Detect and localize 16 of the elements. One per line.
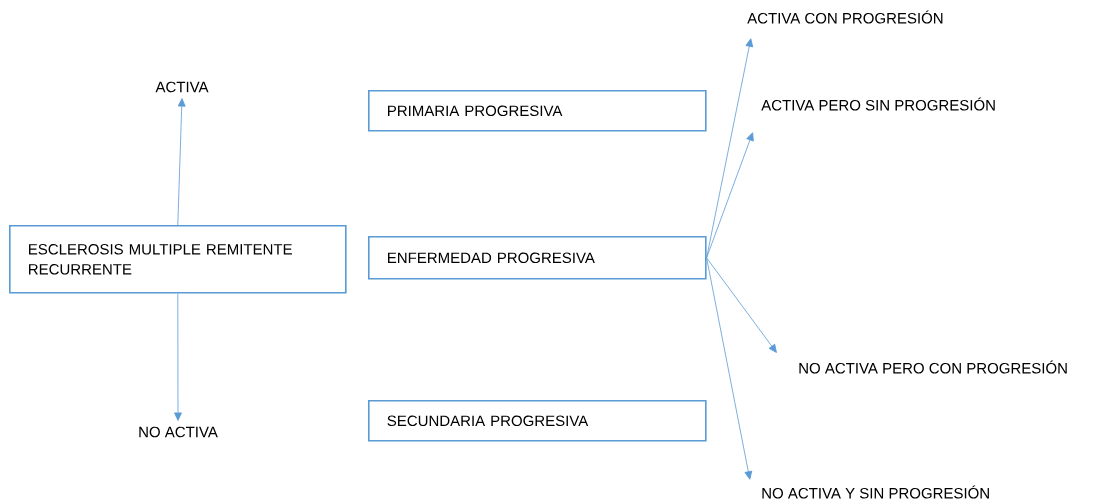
outcome-label: NO ACTIVA Y SIN PROGRESIÓN: [762, 485, 989, 499]
arrow: [174, 293, 182, 421]
outcome-label: ACTIVA: [155, 81, 209, 93]
process-box: PRIMARIA PROGRESIVA: [368, 90, 707, 132]
arrow: [706, 38, 754, 259]
outcome-label: ACTIVA CON PROGRESIÓN: [747, 10, 943, 24]
outcome-label: NO ACTIVA PERO CON PROGRESIÓN: [799, 360, 1067, 374]
process-box: ENFERMEDAD PROGRESIVA: [368, 236, 707, 280]
arrow: [706, 132, 754, 259]
process-box: SECUNDARIA PROGRESIVA: [368, 400, 707, 442]
arrow: [706, 257, 777, 353]
process-box: ESCLEROSIS MULTIPLE REMITENTE RECURRENTE: [9, 225, 347, 294]
outcome-label: NO ACTIVA: [139, 426, 218, 438]
arrow: [706, 257, 753, 480]
arrow: [177, 98, 186, 226]
outcome-label: ACTIVA PERO SIN PROGRESIÓN: [761, 97, 995, 111]
